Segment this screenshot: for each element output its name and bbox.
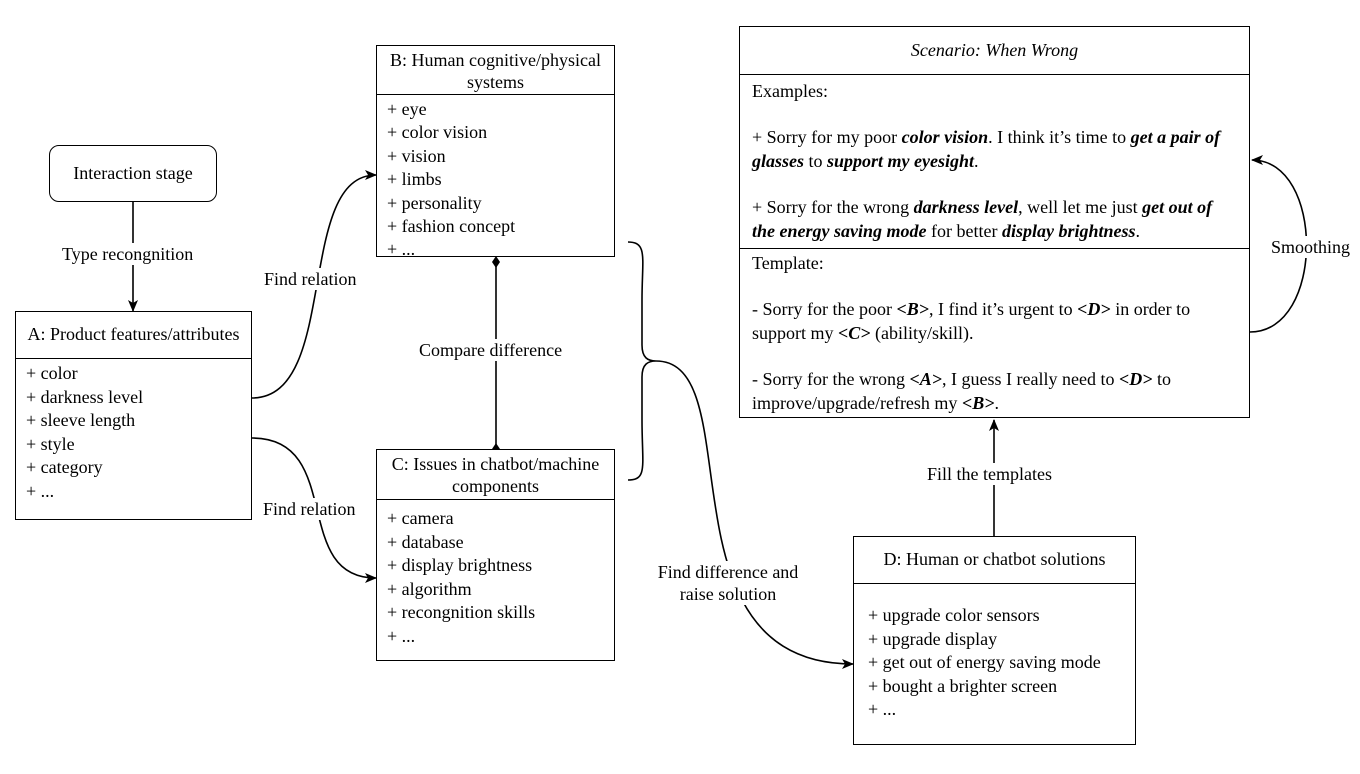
label-type-recognition: Type recongnition bbox=[62, 243, 194, 265]
interaction-stage-label: Interaction stage bbox=[73, 163, 193, 183]
label-find-relation-ab: Find relation bbox=[264, 268, 357, 290]
box-b-items: + eye + color vision + vision + limbs + … bbox=[377, 95, 614, 262]
box-c-chatbot-issues: C: Issues in chatbot/machine components … bbox=[376, 449, 615, 661]
label-find-difference-line1: Find difference and bbox=[657, 562, 799, 582]
list-item: + database bbox=[387, 531, 464, 552]
box-d-solutions: D: Human or chatbot solutions + upgrade … bbox=[853, 536, 1136, 745]
list-item: + category bbox=[26, 457, 103, 477]
box-b-title-line2: systems bbox=[466, 72, 524, 92]
list-item: + color bbox=[26, 363, 78, 383]
label-find-difference-line2: raise solution bbox=[679, 584, 777, 604]
list-item: + camera bbox=[387, 508, 454, 528]
label-compare-difference: Compare difference bbox=[417, 339, 565, 361]
scenario-box: Scenario: When Wrong Examples: + Sorry f… bbox=[739, 26, 1250, 418]
examples-section: Examples: + Sorry for my poor color visi… bbox=[740, 75, 1249, 249]
list-item: + ... bbox=[26, 480, 55, 501]
list-item: + personality bbox=[387, 192, 482, 213]
list-item: + ... bbox=[387, 239, 416, 260]
label-find-relation-ac: Find relation bbox=[263, 498, 356, 520]
box-d-title: D: Human or chatbot solutions bbox=[854, 537, 1135, 584]
list-item: + ... bbox=[868, 699, 897, 719]
list-item: + upgrade color sensors bbox=[868, 605, 1040, 625]
box-b-title: B: Human cognitive/physical systems bbox=[377, 46, 614, 95]
list-item: + recongnition skills bbox=[387, 602, 536, 622]
template-1: - Sorry for the poor <B>, I find it’s ur… bbox=[752, 299, 1191, 343]
list-item: + display brightness bbox=[387, 555, 533, 575]
box-a-product-features: A: Product features/attributes + color +… bbox=[15, 311, 252, 520]
label-fill-templates: Fill the templates bbox=[925, 463, 1054, 485]
list-item: + ... bbox=[387, 625, 416, 646]
list-item: + sleeve length bbox=[26, 410, 136, 430]
box-c-title-line1: C: Issues in chatbot/machine bbox=[391, 454, 600, 474]
list-item: + upgrade display bbox=[868, 628, 998, 649]
box-b-human-systems: B: Human cognitive/physical systems + ey… bbox=[376, 45, 615, 259]
template-heading: Template: bbox=[752, 253, 824, 273]
list-item: + fashion concept bbox=[387, 216, 516, 237]
list-item: + algorithm bbox=[387, 578, 472, 599]
list-item: + limbs bbox=[387, 169, 442, 190]
edge-brace-to-d bbox=[655, 360, 854, 669]
interaction-stage-node: Interaction stage bbox=[49, 145, 217, 202]
box-c-title: C: Issues in chatbot/machine components bbox=[377, 450, 614, 500]
list-item: + vision bbox=[387, 145, 446, 166]
template-section: Template: - Sorry for the poor <B>, I fi… bbox=[740, 249, 1249, 415]
list-item: + darkness level bbox=[26, 386, 144, 407]
example-1: + Sorry for my poor color vision. I thin… bbox=[752, 127, 1221, 171]
brace bbox=[627, 241, 657, 481]
list-item: + get out of energy saving mode bbox=[868, 652, 1101, 672]
box-b-title-line1: B: Human cognitive/physical bbox=[390, 50, 601, 70]
example-2: + Sorry for the wrong darkness level, we… bbox=[752, 197, 1213, 241]
box-c-items: + camera + database + display brightness… bbox=[377, 500, 614, 648]
list-item: + color vision bbox=[387, 122, 488, 143]
box-a-title: A: Product features/attributes bbox=[16, 312, 251, 359]
list-item: + eye bbox=[387, 99, 427, 119]
examples-heading: Examples: bbox=[752, 81, 828, 101]
box-d-items: + upgrade color sensors + upgrade displa… bbox=[854, 584, 1135, 722]
label-find-difference: Find difference and raise solution bbox=[644, 561, 812, 605]
template-2: - Sorry for the wrong <A>, I guess I rea… bbox=[752, 369, 1171, 413]
scenario-title: Scenario: When Wrong bbox=[740, 27, 1249, 75]
box-c-title-line2: components bbox=[452, 476, 539, 496]
label-smoothing: Smoothing bbox=[1269, 236, 1353, 258]
box-a-items: + color + darkness level + sleeve length… bbox=[16, 359, 251, 503]
list-item: + bought a brighter screen bbox=[868, 675, 1058, 696]
list-item: + style bbox=[26, 433, 75, 454]
